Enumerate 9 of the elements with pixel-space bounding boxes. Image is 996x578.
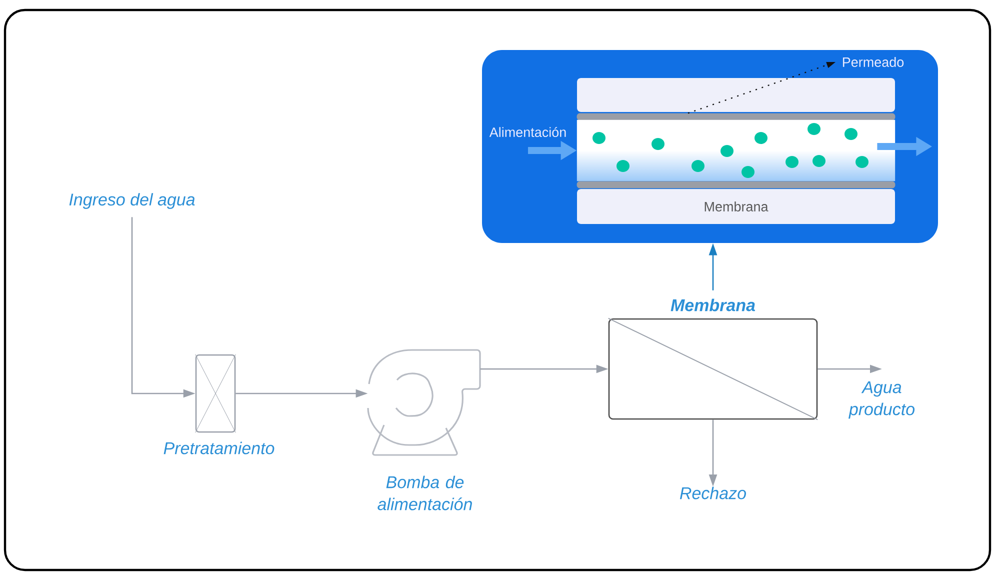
label-text: Agua producto — [848, 381, 915, 419]
membrane-plate: Membrana — [577, 189, 895, 224]
label-text: Bomba de alimentación — [378, 476, 472, 510]
label-text: Rechazo — [680, 486, 746, 500]
label-text: Pretratamiento — [164, 442, 274, 454]
label-text: Ingreso del agua — [69, 193, 195, 209]
label-text: Membrana — [670, 298, 755, 312]
label-text: Alimentación — [489, 126, 566, 138]
label-text: Permeado — [842, 57, 904, 67]
